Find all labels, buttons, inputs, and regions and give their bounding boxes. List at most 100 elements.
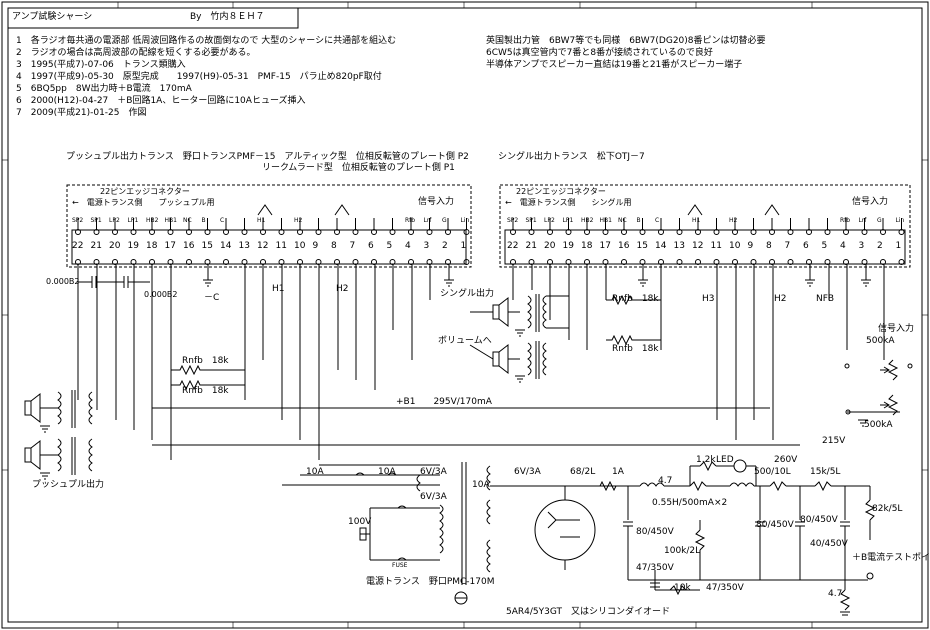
- right-pin-wires: [512, 264, 885, 440]
- fuse-1a: 1A: [612, 467, 624, 477]
- right-rnfb-1: Rnfb 18k: [612, 294, 659, 304]
- left-pin-number: 6: [368, 241, 374, 251]
- left-signal-in: 信号入力: [418, 197, 455, 207]
- left-pin-number: 10: [294, 241, 306, 251]
- right-pin-tag: H1: [692, 217, 701, 224]
- left-pin-tag: SP1: [90, 217, 102, 224]
- right-pin-number: 5: [821, 241, 828, 251]
- right-pin-tag: HB2: [581, 217, 594, 224]
- single-output-speaker-2: [492, 343, 520, 375]
- right-pin-tag: C: [655, 217, 660, 224]
- left-heater-arc-1: [257, 204, 273, 216]
- left-pin-tag: LP2: [109, 217, 120, 224]
- pushpull-speaker-1: [24, 392, 41, 424]
- right-block-heading: シングル出力トランス 松下OTJ－7: [498, 152, 645, 162]
- left-grounds: [203, 279, 454, 287]
- right-pin-number: 16: [618, 241, 630, 251]
- left-coupling-caps: [78, 276, 150, 288]
- right-pin-terminal-bottom: [824, 259, 831, 265]
- right-rnfb-resistor-2: [606, 334, 661, 346]
- left-edge-title: 22ピンエッジコネクター: [100, 187, 190, 196]
- right-pin-number: 20: [544, 241, 556, 251]
- signal-in-2: 信号入力: [878, 324, 915, 334]
- right-pin-number: 6: [803, 241, 809, 251]
- right-rnfb-2: Rnfb 18k: [612, 344, 659, 354]
- cap-40-450: 40/450V: [810, 539, 848, 549]
- note-right-3: 半導体アンプでスピーカー直結は19番と21番がスピーカー端子: [486, 60, 743, 70]
- left-pin-number: 13: [238, 241, 250, 251]
- left-pin-number: 9: [312, 241, 319, 251]
- right-pin-number: 13: [673, 241, 685, 251]
- right-pin-tag: LP2: [544, 217, 555, 224]
- right-pin-tag: SP2: [507, 217, 519, 224]
- volume-pots: [844, 350, 913, 416]
- left-pin-wires: [77, 264, 450, 460]
- note-3: 3 1995(平成7)-07-06 トランス類購入: [16, 60, 186, 70]
- left-pin-tag: H2: [294, 217, 303, 224]
- right-pin-terminal-bottom: [695, 259, 701, 265]
- left-pin-number: 17: [164, 241, 176, 251]
- left-pin-terminal-bottom: [223, 259, 229, 265]
- right-pin-number: 3: [858, 241, 865, 251]
- left-pin-tag: Lin: [460, 217, 470, 224]
- power-transformer: [416, 462, 491, 585]
- heater-6v3a-1: 6V/3A: [420, 467, 447, 477]
- right-pin-terminal-bottom: [769, 259, 775, 265]
- note-2: 2 ラジオの場合は高周波部の配線を短くする必要がある。: [16, 48, 256, 58]
- pushpull-transformer-1: [57, 390, 93, 428]
- right-pin-tag: B: [636, 217, 641, 224]
- r-68-2l: 68/2L: [570, 467, 596, 477]
- mains-input: [359, 505, 440, 561]
- right-pin-number: 12: [692, 241, 704, 251]
- left-pin-number: 15: [201, 241, 213, 251]
- b-test-point: ＋B電流テストポイント: [852, 553, 930, 563]
- right-pin-terminal-bottom: [621, 259, 627, 265]
- left-pin-number: 19: [127, 241, 139, 251]
- left-pin-tag: Lrf: [423, 217, 432, 224]
- left-pin-tag: G: [442, 217, 447, 224]
- left-pin-terminal-bottom: [408, 259, 414, 265]
- r-82k-5l: 82k/5L: [872, 504, 903, 514]
- left-pin-number: 5: [386, 241, 393, 251]
- right-pin-tag: NC: [618, 217, 627, 224]
- left-pin-number: 3: [423, 241, 430, 251]
- note-1: 1 各ラジオ毎共通の電源部 低周波回路作るの故面倒なので 大型のシャーシに共通部…: [16, 36, 397, 46]
- cap-47-350-b: 47/350V: [706, 583, 744, 593]
- pp-out-label: プッシュプル出力: [32, 480, 105, 490]
- left-pin-number: 16: [183, 241, 195, 251]
- left-rnfb-1: Rnfb 18k: [182, 356, 229, 366]
- right-edge-sub: ← 電源トランス側 シングル用: [505, 198, 632, 207]
- power-transformer-label: 電源トランス 野口PMC-170M: [366, 577, 495, 587]
- note-right-2: 6CW5は真空管内で7番と8番が接続されているので良好: [486, 48, 713, 58]
- fuse-10a-2: 10A: [378, 467, 396, 477]
- right-pin-tag: Lin: [895, 217, 905, 224]
- right-pin-tag: HB1: [599, 217, 612, 224]
- left-edge-sub: ← 電源トランス側 プッシュプル用: [72, 198, 215, 207]
- mains-100v: 100V: [348, 517, 372, 527]
- r-500-10l: 500/10L: [754, 467, 791, 477]
- r-1-2k: 1.2k: [696, 455, 716, 465]
- right-pin-terminal-bottom: [861, 259, 868, 265]
- right-pin-tag: G: [877, 217, 882, 224]
- cap-80-450-b: 80/450V: [756, 520, 794, 530]
- right-pin-terminal-bottom: [676, 259, 683, 265]
- cap-label-2: 0.000B2: [144, 290, 178, 299]
- note-5: 5 6BQ5pp 8W出力時＋B電流 170mA: [16, 84, 192, 94]
- left-pin-tag: NC: [183, 217, 192, 224]
- rectifier-label: 5AR4/5Y3GT 又はシリコンダイオード: [506, 607, 670, 617]
- right-pin-tag: H2: [729, 217, 738, 224]
- cap-47-350: 47/350V: [636, 563, 674, 573]
- pot-label-2: 500kA: [864, 420, 893, 430]
- cap-80-450-c: 80/450V: [800, 515, 838, 525]
- left-pin-tag: B: [201, 217, 206, 224]
- right-pin-terminal-bottom: [787, 259, 794, 265]
- right-signal-in: 信号入力: [852, 197, 889, 207]
- left-pin-tag: HB2: [146, 217, 159, 224]
- note-6: 6 2000(H12)-04-27 ＋B回路1A、ヒーター回路に10Aヒューズ挿…: [16, 96, 306, 106]
- left-pin-number: 4: [405, 241, 411, 251]
- left-pin-tag: SP2: [72, 217, 84, 224]
- right-pin-number: 17: [599, 241, 611, 251]
- fuse-label: FUSE: [392, 562, 408, 569]
